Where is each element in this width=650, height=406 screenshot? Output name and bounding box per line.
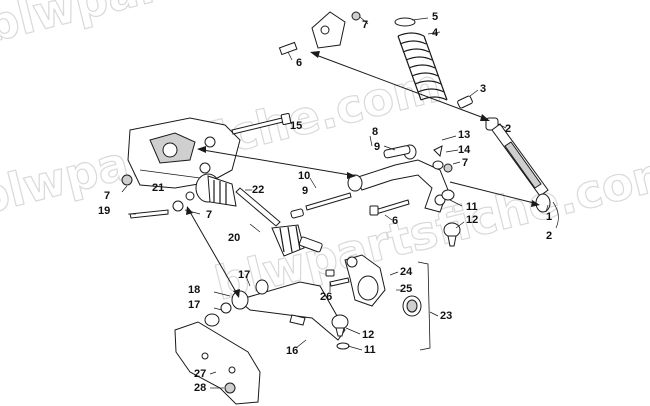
callout-2-top: 2 <box>505 123 512 135</box>
callout-27: 27 <box>194 368 207 380</box>
callout-14: 14 <box>458 144 471 156</box>
steering-knuckle <box>325 254 422 317</box>
shock-upper-bracket <box>278 11 361 56</box>
callout-3: 3 <box>480 83 487 95</box>
callout-4: 4 <box>432 27 439 39</box>
callout-15: 15 <box>290 120 303 132</box>
callout-21: 21 <box>152 182 165 194</box>
bolt-15 <box>231 112 292 135</box>
lower-a-arm <box>204 279 346 341</box>
shock-absorber <box>485 117 559 229</box>
callout-17-lower: 17 <box>188 299 201 311</box>
callout-6-top: 6 <box>296 57 303 69</box>
callout-1: 1 <box>546 211 553 223</box>
spring-retainer <box>457 95 473 109</box>
castle-nut-assembly <box>432 145 453 173</box>
callout-8: 8 <box>372 126 379 138</box>
callout-25: 25 <box>400 283 413 295</box>
callout-6-lower: 6 <box>392 215 399 227</box>
callout-19: 19 <box>98 205 111 217</box>
callout-5: 5 <box>432 11 439 23</box>
callout-18: 18 <box>188 284 201 296</box>
callout-7-top: 7 <box>362 19 369 31</box>
lower-ball-joint <box>331 314 350 350</box>
bolt-6 <box>369 199 410 216</box>
callout-11-upper: 11 <box>466 201 478 213</box>
callout-7-left: 7 <box>104 190 111 202</box>
callout-10: 10 <box>298 170 311 182</box>
callout-9-lower: 9 <box>302 185 309 197</box>
reference-arrows <box>186 51 540 298</box>
callout-13: 13 <box>458 129 471 141</box>
callout-12-upper: 12 <box>466 214 479 226</box>
callout-26: 26 <box>320 291 333 303</box>
callout-12-lower: 12 <box>362 329 375 341</box>
leader-lines <box>121 16 549 389</box>
bushings-pin <box>290 192 352 219</box>
frame-housing <box>127 117 241 189</box>
coil-spring <box>394 17 448 101</box>
callout-22: 22 <box>252 184 265 196</box>
callout-23: 23 <box>440 310 453 322</box>
skid-plate <box>174 321 261 405</box>
callout-16: 16 <box>286 345 299 357</box>
frame-fasteners <box>121 174 195 219</box>
callout-24: 24 <box>400 266 413 278</box>
bracket-23 <box>417 261 431 351</box>
cv-axle <box>195 173 323 257</box>
callout-7-nut: 7 <box>462 157 469 169</box>
callout-20: 20 <box>228 232 241 244</box>
callout-7-mid: 7 <box>206 209 213 221</box>
callout-11-lower: 11 <box>364 344 376 356</box>
upper-ball-joint <box>441 189 461 247</box>
callout-28: 28 <box>194 382 207 394</box>
upper-a-arm <box>347 144 449 213</box>
callout-9-upper: 9 <box>374 141 381 153</box>
callout-2-lower: 2 <box>546 230 553 242</box>
callout-17-upper: 17 <box>238 269 251 281</box>
